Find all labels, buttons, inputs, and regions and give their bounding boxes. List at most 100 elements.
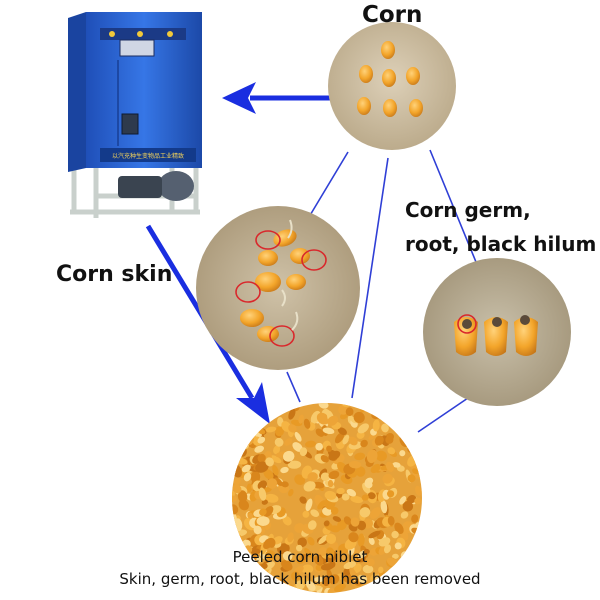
niblet-texture [385,461,395,472]
niblet-texture [313,555,324,566]
niblet-texture [307,472,318,482]
niblet-texture [232,457,237,468]
niblet-texture [274,437,284,447]
niblet-texture [414,497,422,505]
niblet-texture [304,547,314,559]
niblet-texture [325,533,337,544]
niblet-texture [261,499,268,505]
niblet-texture [349,460,362,469]
niblet-texture [282,450,295,462]
niblet-texture [392,553,399,559]
niblet-texture [408,403,417,407]
niblet-texture [348,436,358,446]
niblet-texture [318,547,328,556]
niblet-texture [417,440,422,449]
niblet-texture [385,409,393,417]
niblet-texture [257,480,267,490]
niblet-texture [317,500,326,510]
niblet-texture [389,404,398,414]
corn-kernel [382,69,396,87]
niblet-texture [406,495,417,504]
niblet-texture [320,455,329,463]
corn-germ-photo [423,258,571,406]
niblet-texture [282,515,292,526]
niblet-texture [348,532,359,543]
corn-skin-label: Corn skin [56,262,173,287]
niblet-texture [332,516,342,522]
niblet-texture [232,495,238,503]
niblet-texture [264,493,279,503]
niblet-texture [247,512,253,519]
niblet-texture [343,568,351,576]
niblet-texture [413,417,422,427]
niblet-texture [238,406,248,417]
niblet-caption-line1: Peeled corn niblet [232,548,368,566]
niblet-texture [323,520,330,527]
niblet-texture [382,473,393,484]
niblet-texture [299,496,307,504]
niblet-texture [244,429,252,439]
niblet-texture [359,507,371,518]
niblet-texture [305,580,316,591]
niblet-texture [334,432,345,444]
corn-kernel [381,41,395,59]
connector-corn-niblet [351,157,389,399]
niblet-texture [258,487,267,501]
niblet-texture [299,447,308,457]
niblet-texture [399,496,407,505]
niblet-texture [329,574,340,585]
arrow-corn-to-machine [222,82,330,114]
niblet-texture [369,507,381,519]
niblet-texture [253,525,262,535]
niblet-texture [313,576,325,583]
peeling-machine: 以汽充种生变物品工业精致 [68,12,202,218]
niblet-texture [342,434,350,445]
niblet-texture [368,537,375,545]
niblet-texture [372,419,380,432]
niblet-texture [310,509,320,518]
peeled-niblet-photo [232,403,422,593]
niblet-texture [415,403,422,409]
corn-label: Corn [362,2,423,28]
niblet-texture [232,430,241,440]
niblet-texture [294,523,305,533]
niblet-texture [254,445,264,453]
niblet-texture [305,498,313,512]
niblet-texture [307,520,317,530]
niblet-texture [294,474,306,486]
niblet-texture [295,544,303,552]
niblet-texture [232,439,243,448]
niblet-texture [350,495,364,504]
niblet-texture [387,447,396,455]
niblet-texture [394,542,402,550]
niblet-texture [245,411,253,424]
niblet-texture [288,408,296,420]
niblet-texture [265,426,277,433]
niblet-texture [371,403,383,411]
corn-kernel [357,97,371,115]
niblet-texture [394,522,404,534]
niblet-texture [300,553,308,561]
niblet-texture [381,423,389,433]
niblet-texture [294,431,302,442]
niblet-texture [358,575,367,584]
niblet-texture [384,544,391,554]
niblet-texture [363,548,370,555]
niblet-texture [377,411,384,418]
niblet-texture [371,412,381,420]
corn-kernel [359,65,373,83]
niblet-texture [232,504,239,515]
niblet-texture [274,426,285,437]
niblet-texture [281,559,293,571]
niblet-texture [236,403,243,411]
niblet-texture [282,551,293,561]
niblet-texture [343,561,357,570]
niblet-texture [284,438,293,446]
niblet-texture [385,435,394,444]
corn-kernel-group [357,41,423,117]
niblet-texture [387,516,395,526]
niblet-texture [334,583,346,592]
niblet-texture [327,415,339,426]
corn-kernel [409,99,423,117]
niblet-texture [322,575,331,587]
